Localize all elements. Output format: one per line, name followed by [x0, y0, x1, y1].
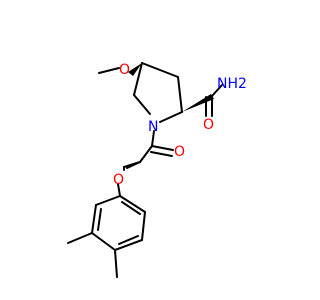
bond-ar-c3-c4 — [91, 232, 116, 251]
bond-c5-c4 — [133, 62, 143, 96]
bond-ar-inner-2 — [118, 235, 139, 245]
wedge-bond-c2-carboxamide — [182, 94, 214, 112]
bond-c2-n1 — [159, 111, 183, 123]
bond-ar-c2-c3 — [91, 204, 97, 234]
bond-ch2-to-o — [126, 161, 141, 169]
bond-acyl-c-o-2 — [150, 151, 173, 157]
wedge-bond-c4-methoxy — [128, 63, 142, 76]
atom-label-ether-oxygen: O — [113, 172, 124, 188]
bond-ar-c1-c2 — [95, 195, 121, 206]
bond-ar-inner-1 — [97, 208, 102, 231]
atom-label-amide-nh2: NH2 — [217, 76, 247, 92]
bond-ar-c3-methyl — [67, 232, 93, 244]
atom-label-methoxy-oxygen: O — [119, 62, 130, 78]
molecule-structure: O NH2 O N O O — [67, 62, 247, 278]
atom-label-amide-oxygen: O — [203, 117, 214, 133]
bond-n1-acyl-c — [151, 130, 155, 147]
bond-ether-o-aryl — [117, 183, 121, 197]
bond-c3-c2 — [177, 76, 183, 113]
atom-label-ring-nitrogen: N — [148, 119, 158, 135]
bond-methyl-methoxy-o — [98, 67, 120, 74]
bond-amide-c-nh2 — [211, 84, 223, 97]
bond-ar-c4-c5 — [114, 239, 143, 251]
bond-n1-c5 — [133, 94, 151, 115]
bond-acyl-c-o-1 — [151, 145, 174, 151]
bond-ar-c4-methyl — [114, 249, 118, 278]
bond-ar-c5-c6 — [141, 211, 146, 241]
bond-c4-c3 — [141, 62, 179, 78]
atom-label-acyl-oxygen: O — [174, 144, 185, 160]
bond-acyl-c-ch2 — [139, 145, 153, 163]
bond-ar-c6-c1 — [119, 195, 146, 213]
bond-ar-inner-3 — [121, 201, 141, 215]
